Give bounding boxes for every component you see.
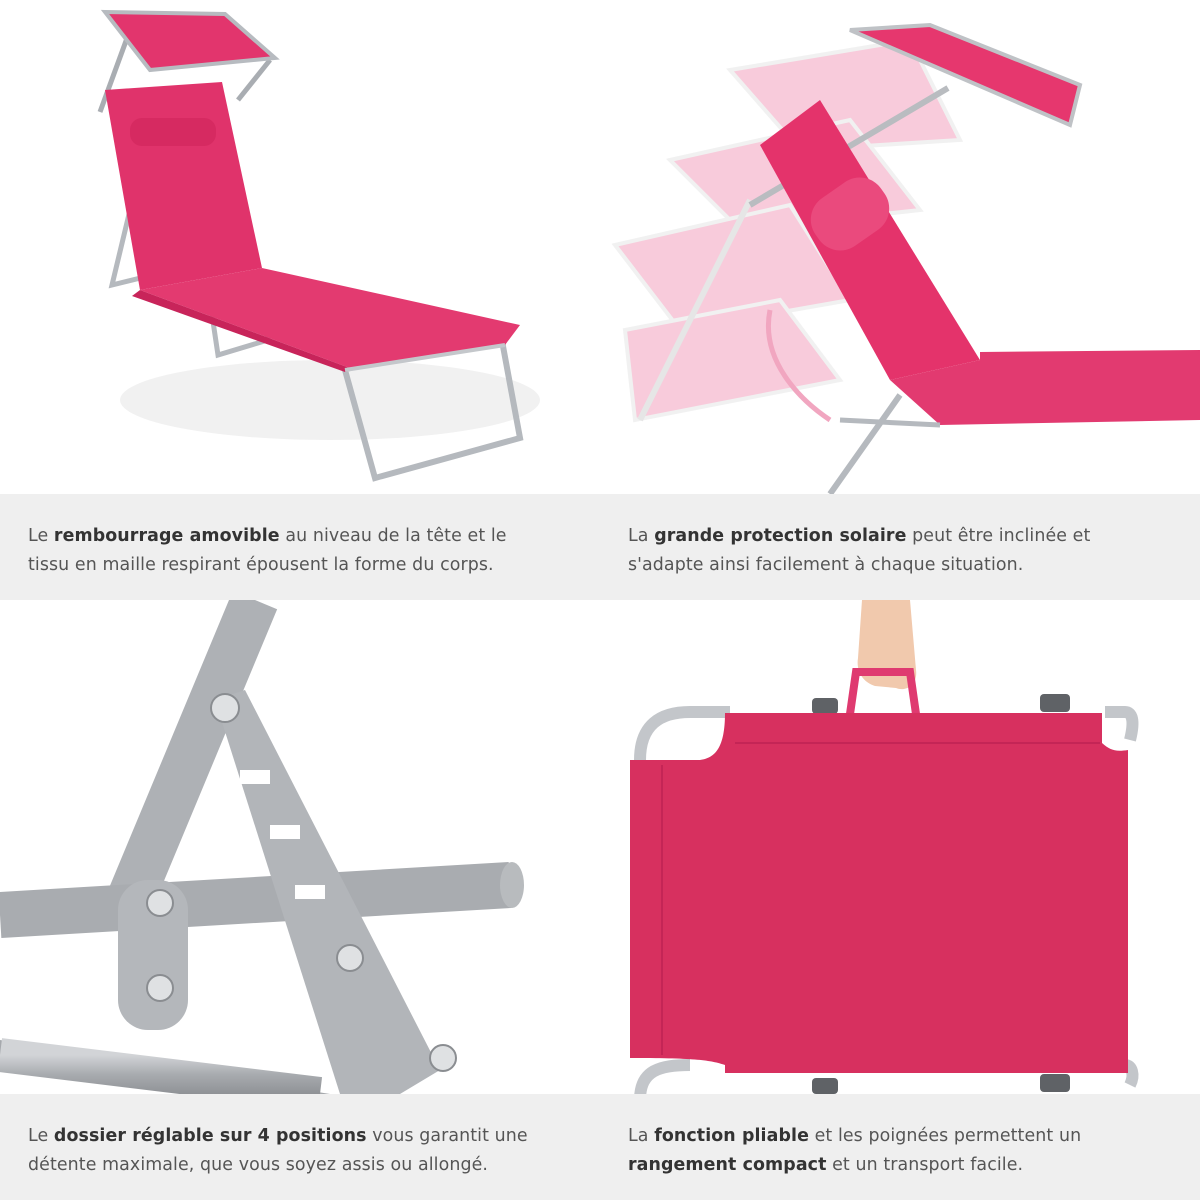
caption-highlight: rembourrage amovible	[53, 526, 280, 546]
caption-line-1: Le dossier réglable sur 4 positions vous…	[28, 1126, 528, 1146]
caption-highlight: rangement compact	[628, 1155, 827, 1175]
feature-caption: Le dossier réglable sur 4 positions vous…	[0, 1094, 600, 1200]
feature-caption: La fonction pliable et les poignées perm…	[600, 1094, 1200, 1200]
caption-highlight: fonction pliable	[654, 1126, 809, 1146]
feature-caption: Le rembourrage amovible au niveau de la …	[0, 494, 600, 600]
caption-line-2: rangement compact et un transport facile…	[628, 1155, 1024, 1175]
caption-line-1: La grande protection solaire peut être i…	[628, 526, 1091, 546]
caption-highlight: grande protection solaire	[654, 526, 907, 546]
sun-canopy-positions-image	[600, 0, 1200, 494]
feature-panel-backrest: Le dossier réglable sur 4 positions vous…	[0, 600, 600, 1200]
feature-panel-headrest: Le rembourrage amovible au niveau de la …	[0, 0, 600, 600]
caption-line-2: détente maximale, que vous soyez assis o…	[28, 1155, 489, 1175]
lounger-with-canopy-image	[0, 0, 600, 494]
feature-panel-sun-canopy: La grande protection solaire peut être i…	[600, 0, 1200, 600]
caption-highlight: dossier réglable sur 4 positions	[53, 1126, 367, 1146]
folded-lounger-image	[600, 600, 1200, 1094]
caption-line-2: tissu en maille respirant épousent la fo…	[28, 555, 494, 575]
feature-caption: La grande protection solaire peut être i…	[600, 494, 1200, 600]
feature-panel-foldable: La fonction pliable et les poignées perm…	[600, 600, 1200, 1200]
caption-line-2: s'adapte ainsi facilement à chaque situa…	[628, 555, 1024, 575]
caption-line-1: La fonction pliable et les poignées perm…	[628, 1126, 1082, 1146]
caption-line-1: Le rembourrage amovible au niveau de la …	[28, 526, 507, 546]
backrest-mechanism-image	[0, 600, 600, 1094]
